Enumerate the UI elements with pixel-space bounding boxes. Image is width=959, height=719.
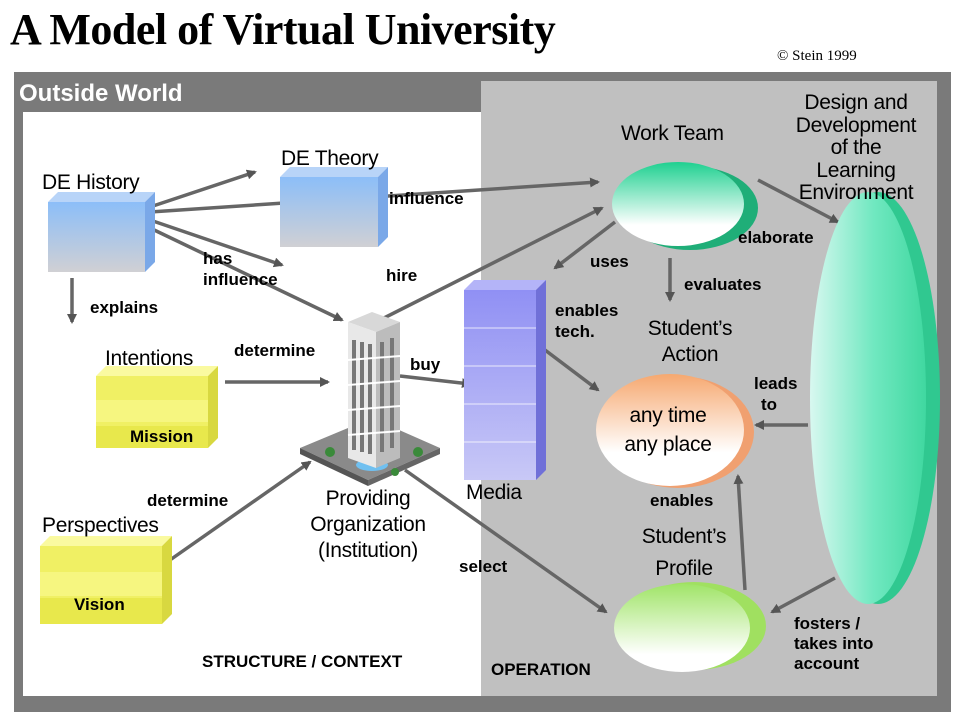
arrow-icon [168,460,312,562]
building-icon [300,312,440,486]
design-line: Learning [816,158,896,182]
structure-context-label: STRUCTURE / CONTEXT [202,652,403,671]
arrow-icon [149,169,257,209]
institution-line: Organization [310,513,426,536]
arrow-icon [770,576,836,614]
intentions-label: Intentions [105,347,194,370]
uses-label: uses [590,252,629,271]
arrow-icon [733,474,747,591]
evaluates-label: evaluates [684,275,762,294]
design-line: Development [795,113,917,137]
students-action-line: Action [661,343,719,366]
any-time-line: any time [629,404,707,427]
arrow-icon [757,178,840,224]
fosters-line: takes into [794,634,874,653]
students-profile-label: Student’s Profile [614,521,754,585]
perspectives-label: Perspectives [42,514,159,537]
has-influence-line: influence [203,270,278,289]
fosters-line: fosters / [794,614,861,633]
de-history-label: DE History [42,171,140,194]
students-profile-line: Profile [655,557,713,580]
buy-label: buy [410,355,441,374]
arrow-icon [553,220,617,270]
work-team-ellipse [612,162,758,250]
students-profile-line: Student’s [641,525,727,548]
design-label: Design and Development of the Learning E… [780,91,932,205]
hire-label: hire [386,266,418,285]
leads-to-line: to [761,395,778,414]
arrow-icon [379,206,604,322]
arrow-icon [399,374,472,389]
determine-intentions-label: determine [234,341,316,360]
any-time-line: any place [624,433,712,456]
arrow-icon [149,226,344,322]
mission-block [96,366,218,448]
work-team-label: Work Team [621,122,724,145]
enables-tech-line: tech. [555,322,595,341]
enables-label: enables [650,491,714,510]
elaborate-label: elaborate [738,228,814,247]
any-time-label: any time any place [598,401,738,459]
select-label: select [459,557,508,576]
mission-label: Mission [130,427,194,446]
fosters-line: account [794,654,860,673]
leads-to-line: leads [754,374,798,393]
institution-line: Providing [325,487,411,510]
arrow-icon [543,348,600,392]
institution-label: Providing Organization (Institution) [298,486,438,564]
arrow-icon [149,218,284,268]
enables-tech-line: enables [555,301,619,320]
media-label: Media [466,481,522,504]
de-theory-block [280,167,388,247]
enables-tech-label: enables tech. [555,300,618,342]
leads-to-label: leads to [754,373,797,415]
has-influence-label: has influence [203,248,278,290]
arrow-icon [403,468,608,614]
design-line: of the [830,136,882,159]
de-history-block [48,192,155,272]
design-line: Environment [798,181,914,204]
profile-ellipse [614,582,766,672]
any-time-ellipse [596,374,754,488]
institution-line: (Institution) [318,539,418,562]
explains-label: explains [90,298,159,317]
vision-block [40,536,172,624]
outside-world-label: Outside World [19,80,183,107]
vision-label: Vision [74,595,125,614]
design-ellipse [810,192,940,604]
design-line: Design and [804,91,908,114]
de-theory-label: DE Theory [281,147,379,170]
influence-label: influence [389,189,464,208]
page-title: A Model of Virtual University [10,5,556,54]
operation-label: OPERATION [491,660,591,679]
copyright-notice: © Stein 1999 [777,48,857,64]
fosters-label: fosters / takes into account [794,614,873,674]
determine-perspectives-label: determine [147,491,229,510]
students-action-line: Student’s [647,317,733,340]
has-influence-line: has [203,249,233,268]
media-column [464,280,546,480]
students-action-label: Student’s Action [620,316,760,368]
